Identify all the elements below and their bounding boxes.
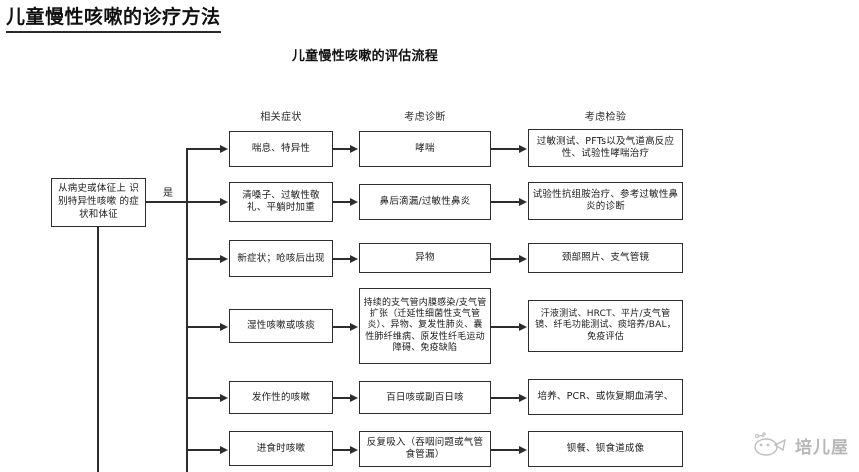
row2-sym-to-dx-arrow: [350, 197, 358, 206]
row1-dx-to-test-line: [491, 148, 519, 150]
test-box-6: 钡餐、钡食道成像: [528, 431, 683, 467]
column-header-symptoms: 相关症状: [260, 112, 302, 123]
yes-branch-line: [146, 201, 188, 203]
trunk-to-row4-line: [186, 326, 220, 328]
test-box-3: 颈部照片、支气管镜: [528, 243, 683, 273]
symptom-box-4: 湿性咳嗽或咳痰: [229, 309, 333, 343]
row4-sym-to-dx-line: [333, 326, 350, 328]
row5-sym-to-dx-line: [333, 397, 350, 399]
trunk-to-row1-arrow: [220, 144, 228, 153]
row3-dx-to-test-arrow: [519, 254, 527, 263]
test-box-2: 试验性抗组胺治疗、参考过敏性鼻炎的诊断: [528, 182, 683, 220]
diagnosis-box-1: 哮喘: [359, 131, 491, 167]
page-title: 儿童慢性咳嗽的诊疗方法: [6, 2, 221, 33]
test-box-1: 过敏测试、PFTs以及气道高反应性、试验性哮喘治疗: [528, 129, 683, 167]
diagnosis-box-3: 异物: [359, 243, 491, 273]
symptom-box-3: 新症状；呛咳后出现: [229, 240, 333, 277]
row4-dx-to-test-arrow: [519, 322, 527, 331]
column-header-tests: 考虑检验: [584, 112, 627, 123]
trunk-to-row5-line: [186, 397, 220, 399]
diagnosis-box-5: 百日咳或副百日咳: [359, 381, 491, 414]
watermark-text: 培儿屋: [795, 437, 849, 458]
row2-dx-to-test-arrow: [519, 197, 527, 206]
trunk-to-row6-line: [186, 449, 220, 451]
diagnosis-box-6: 反复吸入（吞咽问题或气管食管漏）: [359, 431, 491, 467]
trunk-to-row1-line: [186, 148, 220, 150]
watermark: 培儿屋: [749, 430, 849, 460]
row3-sym-to-dx-arrow: [350, 254, 358, 263]
trunk-to-row5-arrow: [220, 393, 228, 402]
row5-dx-to-test-line: [491, 397, 519, 399]
test-box-5: 培养、PCR、或恢复期血清学、: [528, 379, 683, 415]
row5-dx-to-test-arrow: [519, 393, 527, 402]
row6-dx-to-test-line: [491, 449, 519, 451]
row6-sym-to-dx-arrow: [350, 445, 358, 454]
trunk-to-row6-arrow: [220, 445, 228, 454]
row1-dx-to-test-arrow: [519, 144, 527, 153]
test-box-4: 汗液测试、HRCT、平片/支气管镜、纤毛功能测试、痰培养/BAL，免疫评估: [528, 300, 683, 352]
wechat-whale-logo-icon: [749, 430, 789, 460]
trunk-to-row4-arrow: [220, 322, 228, 331]
trunk-to-row2-arrow: [220, 197, 228, 206]
trunk-to-row3-line: [186, 258, 220, 260]
row1-sym-to-dx-line: [333, 148, 350, 150]
trunk-to-row2-line: [186, 201, 220, 203]
diagnosis-box-4: 持续的支气管内膜感染/支气管扩张（迁延性细菌性支气管炎）、异物、复发性肺炎、囊性…: [359, 288, 491, 364]
symptom-box-5: 发作性的咳嗽: [229, 381, 333, 414]
row1-sym-to-dx-arrow: [350, 144, 358, 153]
yes-branch-label: 是: [163, 188, 173, 199]
column-header-diagnosis: 考虑诊断: [404, 112, 446, 123]
start-node-down-stem: [97, 227, 99, 472]
branch-trunk: [186, 149, 188, 472]
trunk-to-row3-arrow: [220, 254, 228, 263]
row4-sym-to-dx-arrow: [350, 322, 358, 331]
chart-title: 儿童慢性咳嗽的评估流程: [291, 49, 439, 64]
row3-sym-to-dx-line: [333, 258, 350, 260]
symptom-box-1: 喘息、特异性: [229, 131, 333, 167]
start-node: 从病史或体征上 识别特异性咳嗽 的症状和体征: [51, 178, 146, 227]
row6-dx-to-test-arrow: [519, 445, 527, 454]
row3-dx-to-test-line: [491, 258, 519, 260]
symptom-box-2: 清嗓子、过敏性敬礼、平躺时加重: [229, 182, 333, 222]
symptom-box-6: 进食时咳嗽: [229, 431, 333, 466]
row2-dx-to-test-line: [491, 201, 519, 203]
row2-sym-to-dx-line: [333, 201, 350, 203]
row6-sym-to-dx-line: [333, 449, 350, 451]
row4-dx-to-test-line: [491, 326, 519, 328]
row5-sym-to-dx-arrow: [350, 393, 358, 402]
diagnosis-box-2: 鼻后滴漏/过敏性鼻炎: [359, 184, 491, 220]
